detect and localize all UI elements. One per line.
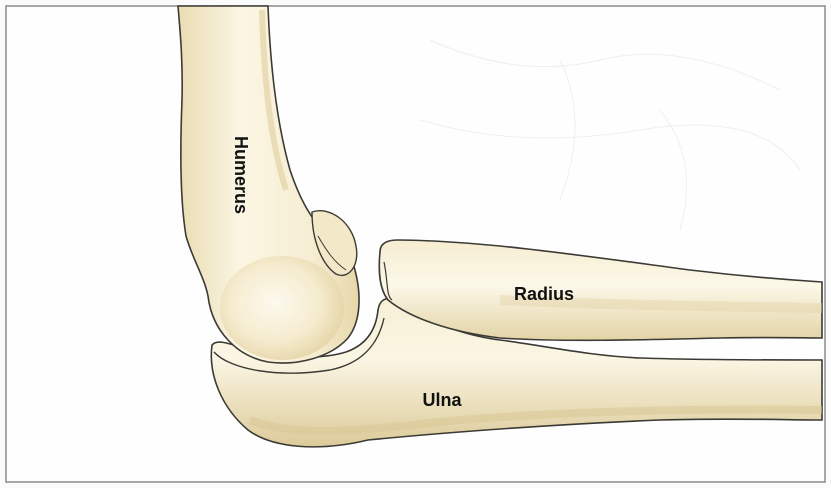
humerus-condyle (220, 256, 344, 360)
ulna-label: Ulna (422, 391, 461, 409)
radius-label: Radius (514, 285, 574, 303)
humerus-label: Humerus (232, 136, 250, 214)
